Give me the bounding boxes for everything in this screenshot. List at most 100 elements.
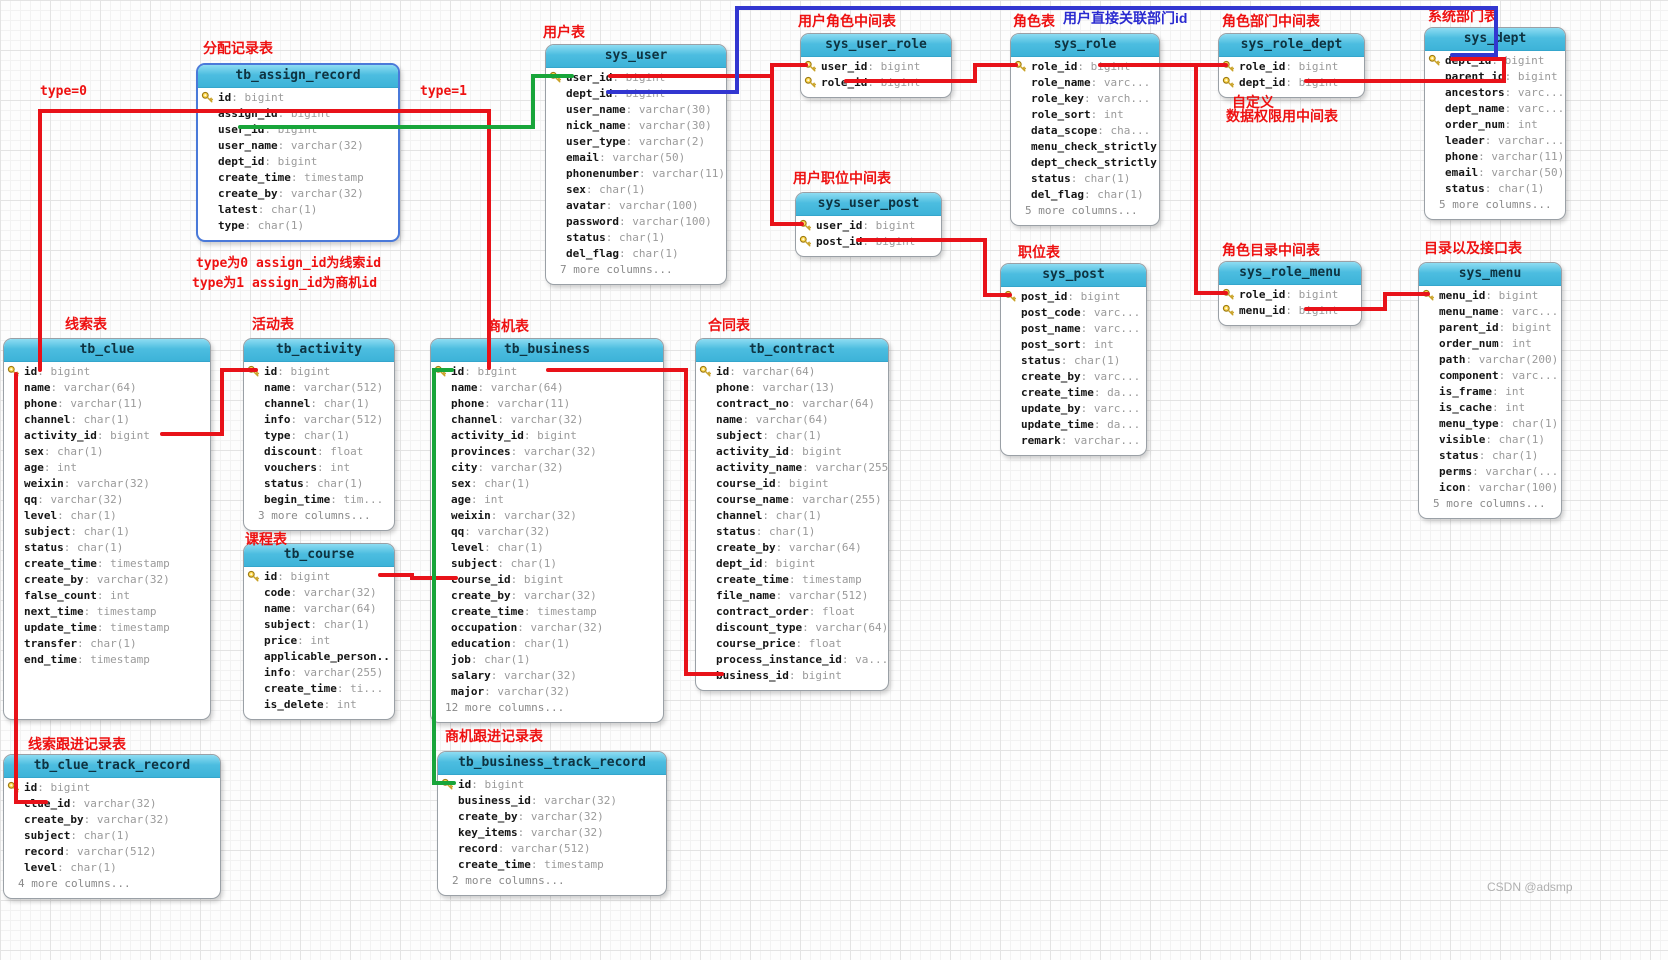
table-sys_dept[interactable]: sys_deptdept_idbigintparent_idbigintance… <box>1424 27 1566 220</box>
field-name: create_time <box>716 573 789 586</box>
field-name: begin_time <box>264 493 331 506</box>
field-row: levelchar(1) <box>4 860 220 876</box>
field-name: dept_check_strictly <box>1031 156 1157 169</box>
table-tb_clue[interactable]: tb_clueidbigintnamevarchar(64)phonevarch… <box>3 338 211 720</box>
field-name: update_by <box>1021 402 1081 415</box>
table-tb_course[interactable]: tb_courseidbigintcodevarchar(32)namevarc… <box>243 543 395 720</box>
field-row: role_idbigint <box>1219 59 1364 75</box>
field-row: create_timeda... <box>1001 385 1146 401</box>
field-row: subjectchar(1) <box>431 556 663 572</box>
field-row: role_namevarc... <box>1011 75 1159 91</box>
field-row: menu_typechar(1) <box>1419 416 1561 432</box>
field-name: create_by <box>24 813 84 826</box>
field-row: applicable_person.. <box>244 649 394 665</box>
field-row: channelchar(1) <box>696 508 888 524</box>
field-row: course_namevarchar(255) <box>696 492 888 508</box>
primary-key-icon <box>804 76 817 89</box>
field-row: infovarchar(512) <box>244 412 394 428</box>
field-type: bigint <box>37 365 90 378</box>
field-type: char(1) <box>245 219 305 232</box>
field-name: status <box>716 525 756 538</box>
field-name: post_id <box>1021 290 1068 303</box>
field-name: leader <box>1445 134 1485 147</box>
field-name: user_type <box>566 135 626 148</box>
field-type: varchar(32) <box>84 573 170 586</box>
field-name: role_sort <box>1031 108 1091 121</box>
field-row: update_byvarc... <box>1001 401 1146 417</box>
field-name: subject <box>264 618 311 631</box>
field-name: create_time <box>264 682 337 695</box>
table-tb_assign_record[interactable]: tb_assign_recordidbigintassign_idbigintu… <box>196 63 400 242</box>
field-type: bigint <box>1077 60 1130 73</box>
field-type: varchar(512) <box>291 381 384 394</box>
field-type: varchar(64) <box>776 541 862 554</box>
field-row: remarkvarchar... <box>1001 433 1146 449</box>
field-name: phone <box>24 397 58 410</box>
field-row: idbigint <box>244 364 394 380</box>
annotation-label: 用户职位中间表 <box>793 170 891 186</box>
field-row: data_scopecha... <box>1011 123 1159 139</box>
field-type: char(1) <box>1485 182 1545 195</box>
field-type: varchar(32) <box>491 669 577 682</box>
field-name: false_count <box>24 589 97 602</box>
primary-key-icon <box>247 365 260 378</box>
field-type: bigint <box>231 91 284 104</box>
field-type: varchar(32) <box>497 413 583 426</box>
field-name: record <box>458 842 498 855</box>
table-tb_business_track_record[interactable]: tb_business_track_recordidbigintbusiness… <box>437 751 667 896</box>
primary-key-icon <box>7 365 20 378</box>
table-sys_post[interactable]: sys_postpost_idbigintpost_codevarc...pos… <box>1000 263 1147 456</box>
field-type: bigint <box>612 71 665 84</box>
field-type: bigint <box>867 60 920 73</box>
field-name: menu_type <box>1439 417 1499 430</box>
primary-key-icon <box>799 219 812 232</box>
field-type: bigint <box>789 669 842 682</box>
field-name: info <box>264 413 291 426</box>
field-name: menu_id <box>1239 304 1286 317</box>
field-type: varchar(32) <box>478 461 564 474</box>
table-tb_clue_track_record[interactable]: tb_clue_track_recordidbigintclue_idvarch… <box>3 754 221 899</box>
table-tb_contract[interactable]: tb_contractidvarchar(64)phonevarchar(13)… <box>695 338 889 691</box>
field-name: id <box>264 570 278 583</box>
annotation-label: 分配记录表 <box>203 40 273 56</box>
field-row: role_idbigint <box>801 75 951 91</box>
field-type: char(1) <box>497 557 557 570</box>
field-name: update_time <box>1021 418 1094 431</box>
field-row: phonevarchar(11) <box>1425 149 1565 165</box>
field-row: visiblechar(1) <box>1419 432 1561 448</box>
field-type: varchar(64) <box>802 621 888 634</box>
field-name: business_id <box>716 669 789 682</box>
field-row: user_namevarchar(30) <box>546 102 726 118</box>
field-type: char(1) <box>484 541 544 554</box>
field-row: recordvarchar(512) <box>4 844 220 860</box>
field-type: int <box>1492 401 1525 414</box>
field-type: char(1) <box>57 861 117 874</box>
field-name: remark <box>1021 434 1061 447</box>
field-name: menu_name <box>1439 305 1499 318</box>
primary-key-icon <box>1222 76 1235 89</box>
field-row: phonevarchar(13) <box>696 380 888 396</box>
field-row: assign_idbigint <box>198 106 398 122</box>
field-row: order_numint <box>1425 117 1565 133</box>
field-row: cityvarchar(32) <box>431 460 663 476</box>
field-type: bigint <box>762 557 815 570</box>
field-type: varc... <box>1081 322 1141 335</box>
table-field-list: idbigintnamevarchar(64)phonevarchar(11)c… <box>431 362 663 722</box>
field-row: ageint <box>431 492 663 508</box>
field-row: course_idbigint <box>431 572 663 588</box>
field-name: user_id <box>218 123 265 136</box>
field-type: char(1) <box>310 618 370 631</box>
field-row: user_typevarchar(2) <box>546 134 726 150</box>
table-tb_business[interactable]: tb_businessidbigintnamevarchar(64)phonev… <box>430 338 664 723</box>
table-title: sys_menu <box>1419 263 1561 286</box>
table-sys_role[interactable]: sys_rolerole_idbigintrole_namevarc...rol… <box>1010 33 1160 226</box>
field-type: bigint <box>1491 54 1544 67</box>
table-tb_activity[interactable]: tb_activityidbigintnamevarchar(512)chann… <box>243 338 395 531</box>
table-sys_menu[interactable]: sys_menumenu_idbigintmenu_namevarc...par… <box>1418 262 1562 519</box>
field-name: applicable_person.. <box>264 650 390 663</box>
table-sys_user[interactable]: sys_useruser_idbigintdept_idbigintuser_n… <box>545 44 727 285</box>
